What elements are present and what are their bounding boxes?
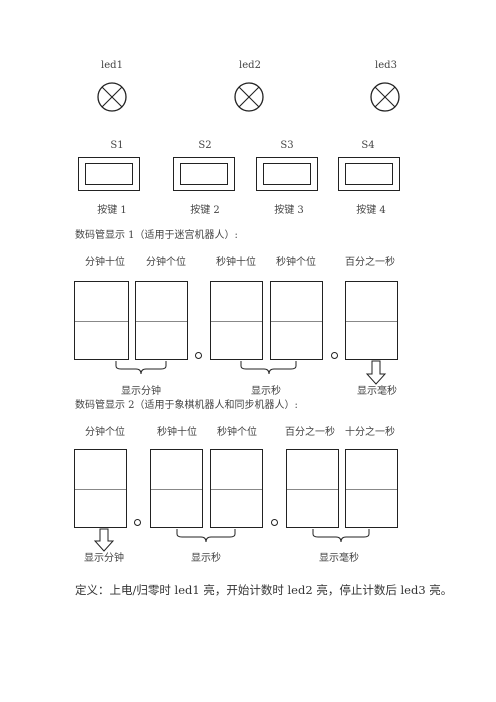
button-1-label: 按键 1 [97,205,127,216]
switch-s2-label: S2 [198,140,212,151]
button-2[interactable] [173,157,235,191]
led1-lamp-icon [97,82,127,112]
button-1[interactable] [78,157,140,191]
display1-digit-sec-ones [270,281,323,360]
display2-header-sec-tens: 秒钟十位 [157,427,197,438]
button-3[interactable] [256,157,318,191]
button-4[interactable] [338,157,400,191]
display2-arrow-min-icon [93,528,115,552]
display1-title: 数码管显示 1（适用于迷宫机器人）: [75,230,238,241]
display2-header-sec-ones: 秒钟个位 [217,427,257,438]
display2-header-tenths: 十分之一秒 [345,427,395,438]
button-2-label: 按键 2 [190,205,220,216]
led3-lamp-icon [370,82,400,112]
display1-decimal-point-2 [331,352,338,359]
display2-header-hundredths: 百分之一秒 [285,427,335,438]
switch-s3-label: S3 [280,140,294,151]
display1-digit-min-tens [74,281,129,360]
display2-title: 数码管显示 2（适用于象棋机器人和同步机器人）: [75,400,298,411]
led1-label: led1 [101,60,123,71]
display2-digit-hundredths [286,449,339,528]
display2-decimal-point-2 [271,519,278,526]
display2-brace-seconds [176,529,236,543]
button-4-label: 按键 4 [356,205,386,216]
definition-text: 定义：上电/归零时 led1 亮，开始计数时 led2 亮，停止计数后 led3… [75,583,453,597]
display2-decimal-point-1 [134,519,141,526]
display1-decimal-point-1 [195,352,202,359]
display1-header-sec-ones: 秒钟个位 [276,257,316,268]
display2-header-min-ones: 分钟个位 [85,427,125,438]
display2-digit-tenths [345,449,398,528]
led3-label: led3 [375,60,397,71]
display2-digit-sec-ones [210,449,263,528]
display2-label-ms: 显示毫秒 [319,553,359,564]
display2-brace-ms [312,529,370,543]
led2-label: led2 [239,60,261,71]
display1-label-ms: 显示毫秒 [357,386,397,397]
display1-digit-min-ones [135,281,188,360]
display1-digit-hundredths [345,281,398,360]
display2-digit-min-ones [74,449,127,528]
display1-header-min-ones: 分钟个位 [146,257,186,268]
button-3-label: 按键 3 [274,205,304,216]
display2-label-seconds: 显示秒 [191,553,221,564]
display2-digit-sec-tens [150,449,203,528]
display1-header-min-tens: 分钟十位 [85,257,125,268]
display1-brace-minutes [115,361,167,375]
display2-label-minutes: 显示分钟 [84,553,124,564]
display1-label-minutes: 显示分钟 [121,386,161,397]
display1-arrow-ms-icon [365,360,387,385]
display1-digit-sec-tens [210,281,263,360]
display1-header-hundredths: 百分之一秒 [345,257,395,268]
switch-s4-label: S4 [361,140,375,151]
display1-brace-seconds [240,361,297,375]
display1-label-seconds: 显示秒 [251,386,281,397]
switch-s1-label: S1 [110,140,124,151]
display1-header-sec-tens: 秒钟十位 [216,257,256,268]
led2-lamp-icon [234,82,264,112]
